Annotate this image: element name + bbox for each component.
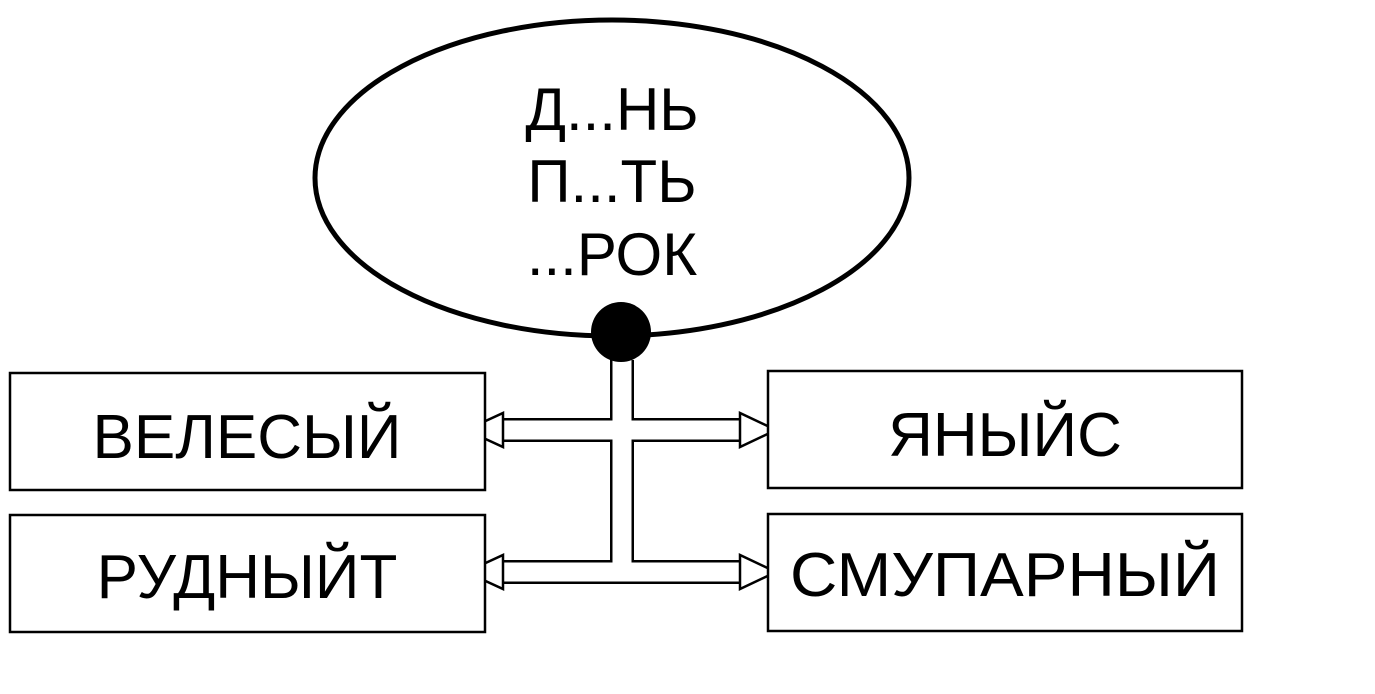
stem-line-1: Д...НЬ bbox=[525, 76, 698, 143]
stem-line-2: П...ТЬ bbox=[527, 148, 696, 215]
box-bottom-right: СМУПАРНЫЙ bbox=[766, 512, 1244, 633]
arrow-right-top bbox=[738, 411, 779, 449]
box-bottom-left: РУДНЫЙТ bbox=[8, 513, 487, 634]
box-top-right-label: ЯНЫЙС bbox=[888, 400, 1122, 470]
stem-line-3: ...РОК bbox=[527, 221, 697, 288]
box-top-left: ВЕЛЕСЫЙ bbox=[8, 371, 487, 492]
arrow-right-bottom bbox=[738, 553, 779, 591]
connector-lines bbox=[498, 358, 747, 584]
junction-dot bbox=[591, 302, 651, 362]
box-bottom-right-label: СМУПАРНЫЙ bbox=[790, 540, 1220, 610]
box-top-left-label: ВЕЛЕСЫЙ bbox=[93, 402, 402, 472]
box-bottom-left-label: РУДНЫЙТ bbox=[97, 542, 398, 612]
box-top-right: ЯНЫЙС bbox=[766, 369, 1244, 490]
